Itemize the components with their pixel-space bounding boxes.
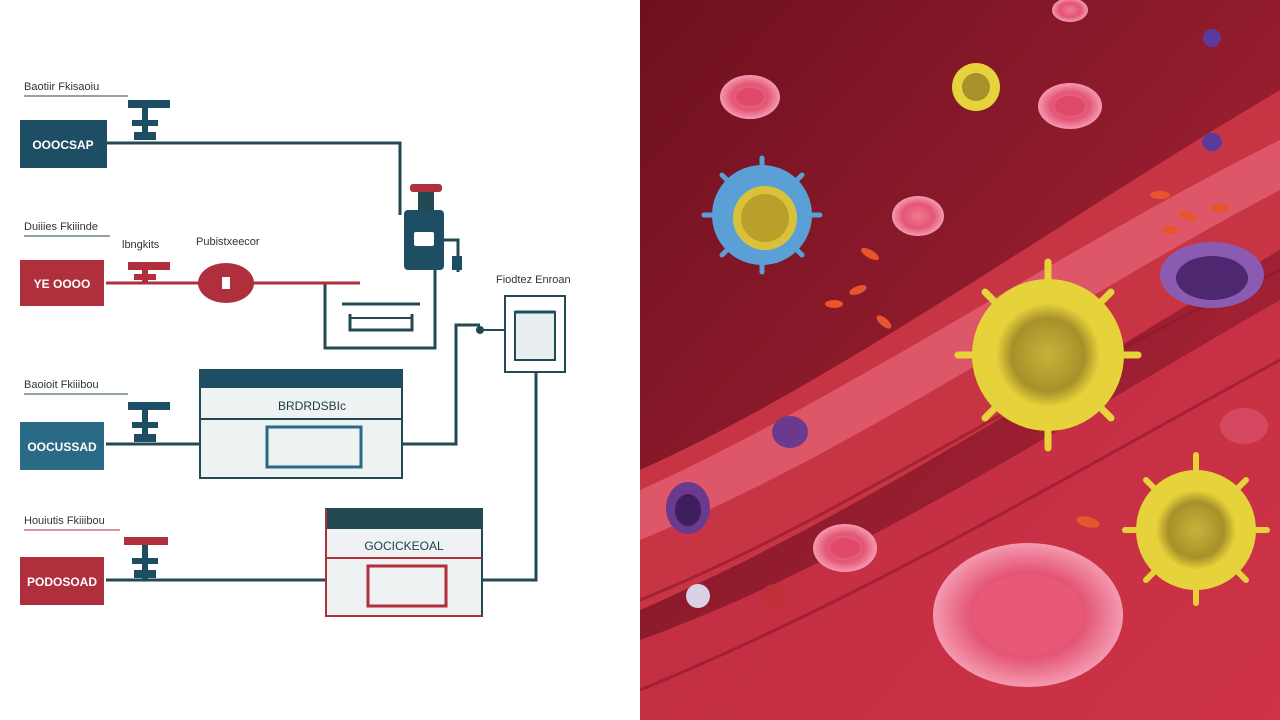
row2-label: Duiiies Fkiiinde (24, 221, 98, 233)
pipe-row3-b (402, 323, 480, 446)
white-blood-cell-icon (772, 416, 808, 448)
red-blood-cell-icon (1052, 0, 1088, 22)
red-blood-cell-icon (1220, 408, 1268, 444)
pipe-row1 (106, 141, 402, 215)
source-box-4: PODOSOAD (20, 557, 104, 605)
right-unit-label: Fiodtez Enroan (496, 274, 571, 286)
basin-icon (342, 302, 420, 332)
svg-text:GOCICKEOAL: GOCICKEOAL (364, 539, 444, 553)
valve-icon (128, 100, 170, 140)
white-blood-cell-icon (1202, 29, 1222, 151)
schematic-panel: Baotiir Fkisaoiu Duiiies Fkiiinde Baoioi… (20, 81, 571, 617)
bacteria-particles (825, 191, 1229, 528)
red-blood-cell-icon (892, 196, 944, 236)
bloodstream-illustration (640, 0, 1280, 720)
red-blood-cell-icon (813, 524, 877, 572)
virus-icon (954, 258, 1142, 452)
white-blood-cell-icon (1160, 242, 1264, 308)
right-unit (476, 295, 566, 373)
red-blood-cell-icon (1038, 83, 1102, 129)
particle (762, 584, 786, 608)
row3-label: Baoioit Fkiiibou (24, 379, 99, 391)
source-box-1: OOOCSAP (20, 120, 107, 168)
source-box-2: YE OOOO (20, 260, 104, 306)
valve-icon (128, 402, 170, 442)
pump-icon (198, 263, 254, 303)
virus-icon (1122, 452, 1270, 606)
valve-small-label: lbngkits (122, 239, 160, 251)
svg-text:OOCUSSAD: OOCUSSAD (27, 440, 97, 454)
filter-icon (404, 184, 462, 272)
bloodstream-scene (640, 0, 1280, 720)
svg-text:PODOSOAD: PODOSOAD (27, 575, 97, 589)
valve-icon (124, 537, 168, 579)
schematic-diagram: Baotiir Fkisaoiu Duiiies Fkiiinde Baoioi… (20, 81, 571, 617)
red-blood-cell-icon (933, 543, 1123, 687)
row1-label: Baotiir Fkisaoiu (24, 81, 99, 93)
red-blood-cell-icon (720, 75, 780, 119)
processing-panel-1: BRDRDSBIc (199, 369, 403, 479)
processing-panel-2: GOCICKEOAL (325, 508, 483, 617)
source-box-3: OOCUSSAD (20, 422, 104, 470)
white-blood-cell-icon (666, 482, 710, 534)
virus-icon (952, 63, 1000, 111)
valve-icon (128, 262, 170, 284)
particle (686, 584, 710, 608)
pipe-row4-b (482, 372, 538, 582)
svg-text:YE OOOO: YE OOOO (34, 277, 91, 291)
valve-large-label: Pubistxeecor (196, 236, 260, 248)
pipe-u-loop (323, 248, 437, 350)
svg-text:OOOCSAP: OOOCSAP (32, 138, 93, 152)
row4-label: Houiutis Fkiiibou (24, 515, 105, 527)
svg-text:BRDRDSBIc: BRDRDSBIc (278, 399, 346, 413)
virus-icon (701, 155, 823, 275)
